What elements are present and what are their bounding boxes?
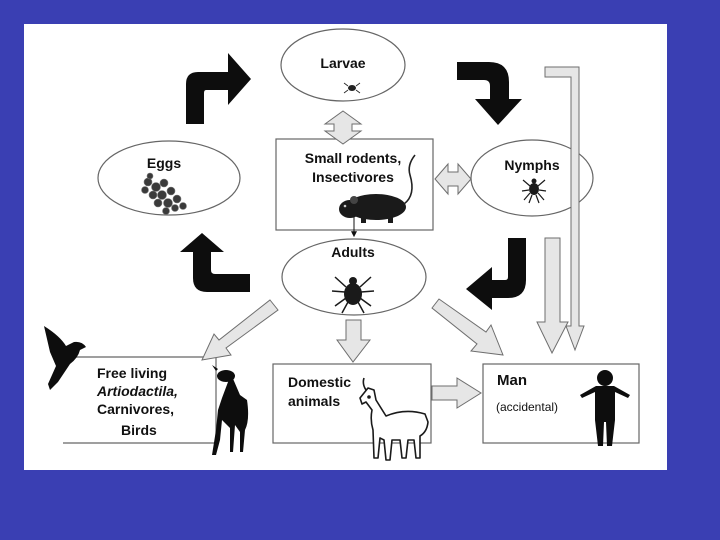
free-living-label-line3: Carnivores, <box>97 401 175 417</box>
arrow-domestic-to-man <box>431 377 482 409</box>
rodent-icon <box>339 154 416 223</box>
arrow-adults-to-domestic <box>336 319 372 363</box>
accidental-label: (accidental) <box>496 400 559 414</box>
domestic-label-line2: animals <box>288 393 341 409</box>
cycle-arrow-adults-to-eggs <box>180 233 250 292</box>
person-silhouette-icon <box>580 370 630 446</box>
deer-silhouette-icon <box>212 365 249 455</box>
larva-tick-icon <box>343 82 361 94</box>
nymphs-node <box>470 139 594 217</box>
cycle-arrow-larvae-to-nymphs <box>457 62 522 125</box>
goat-icon <box>359 377 429 461</box>
cycle-arrow-nymphs-to-adults <box>466 238 526 310</box>
adult-tick-icon <box>331 276 375 314</box>
arrow-larvae-to-man <box>544 66 585 352</box>
adults-label: Adults <box>331 244 375 260</box>
larvae-label: Larvae <box>320 55 366 71</box>
adults-node <box>281 238 427 316</box>
eggs-label: Eggs <box>146 155 182 171</box>
arrow-nymphs-to-man <box>536 237 569 355</box>
hosts-label-line1: Small rodents, <box>304 150 402 166</box>
hosts-label-line2: Insectivores <box>312 169 394 185</box>
egg-cluster-icon <box>141 172 187 215</box>
nymphs-label: Nymphs <box>504 157 560 173</box>
double-arrow-larvae-hosts <box>323 110 363 145</box>
arrow-adults-to-free-living <box>201 299 279 361</box>
arrow-adults-to-man <box>431 298 504 356</box>
domestic-label-line1: Domestic <box>288 374 352 390</box>
free-living-label-line4: Birds <box>121 422 157 438</box>
man-label: Man <box>497 372 527 389</box>
eggs-node <box>97 140 241 216</box>
larvae-node <box>280 28 406 102</box>
nymph-tick-icon <box>521 178 547 204</box>
cycle-arrow-eggs-to-larvae <box>186 53 251 124</box>
double-arrow-hosts-nymphs <box>434 162 472 196</box>
bird-silhouette-icon <box>44 326 86 390</box>
free-living-label-line2: Artiodactila, <box>97 383 178 399</box>
free-living-label-line1: Free living <box>97 365 168 381</box>
free-living-box <box>63 356 217 444</box>
